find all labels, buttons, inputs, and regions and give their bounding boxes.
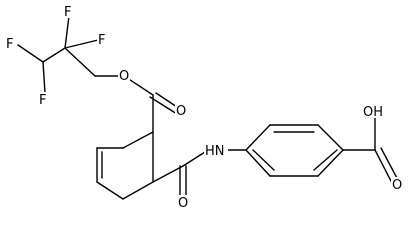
bond-benz-inner-3 (252, 149, 275, 171)
molecule-structure: F F F F O O O HN OH O (5, 4, 403, 211)
bond-amide-nh (182, 151, 206, 167)
bond-c2-f4 (42, 61, 46, 94)
bond-benz-6 (245, 149, 271, 177)
bond-acid-co-a (374, 149, 393, 184)
bond-ester-co-a (149, 96, 178, 115)
bond-c1-f2 (64, 39, 99, 49)
atom-fluorine-4: F (39, 93, 46, 108)
atom-acid-carbonyl-oxygen: O (392, 178, 402, 193)
bond-benz-inner-2 (313, 149, 338, 171)
bond-ring-amide (152, 165, 184, 183)
atom-fluorine-3: F (6, 37, 13, 52)
label-layer: F F F F O O O HN OH O (5, 4, 403, 211)
atom-ester-carbonyl-oxygen: O (176, 104, 186, 119)
atom-amide-oxygen: O (178, 196, 188, 211)
bond-c1-f1 (64, 15, 70, 49)
atom-ester-oxygen: O (119, 69, 129, 84)
bond-c1-c2 (42, 47, 66, 63)
atom-fluorine-1: F (64, 5, 71, 20)
bond-ring-5 (122, 181, 154, 200)
bond-ester-co-b (155, 92, 178, 108)
bond-benz-4 (317, 149, 344, 177)
structure-canvas: F F F F O O O HN OH O (5, 4, 403, 211)
atom-fluorine-2: F (98, 33, 105, 48)
bond-benz-1 (245, 124, 271, 151)
bond-ring-1 (122, 131, 154, 149)
bond-benz-3 (317, 124, 344, 151)
bond-c1-ch2 (64, 47, 96, 77)
bond-layer (17, 15, 399, 200)
bond-acid-co-b (380, 147, 399, 181)
bond-ring-4 (96, 181, 124, 200)
atom-hydroxyl: OH (363, 105, 383, 120)
atom-amide-nitrogen: HN (205, 144, 225, 159)
bond-c2-f3 (17, 44, 44, 63)
